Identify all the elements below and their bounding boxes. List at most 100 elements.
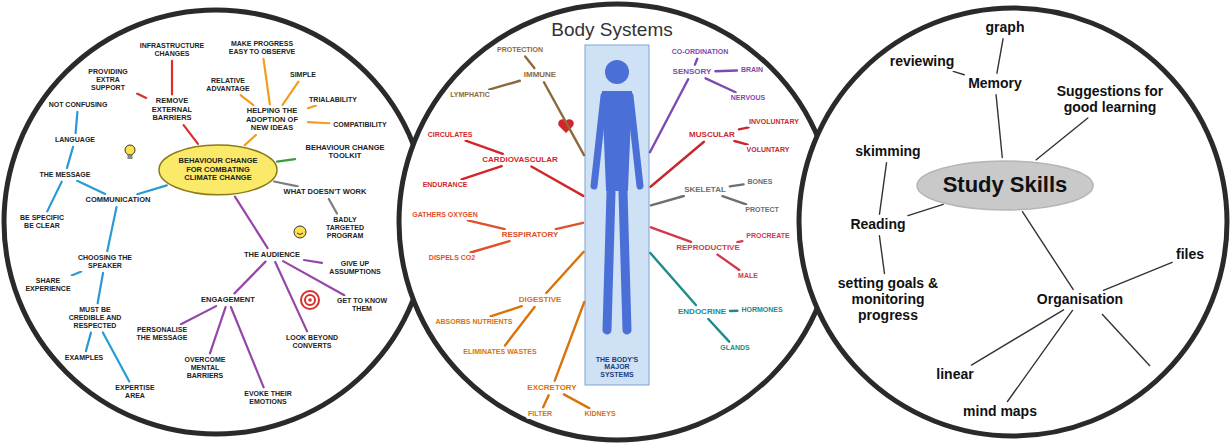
- smiley-mouth: [297, 233, 303, 235]
- mind-map-topic: WHAT DOESN'T WORK: [282, 187, 369, 197]
- mind-map-topic: MAKE PROGRESS EASY TO OBSERVE: [225, 39, 299, 57]
- mind-map-topic: THE MESSAGE: [38, 170, 93, 180]
- mind-map-topic: MALE: [736, 271, 760, 281]
- branch-line: [908, 204, 943, 215]
- branch-line: [103, 332, 129, 381]
- mind-map-topic: ENDURANCE: [421, 180, 470, 190]
- mind-map-topic: files: [1174, 246, 1206, 264]
- topic-text: mind maps: [963, 404, 1037, 420]
- topic-text: RESPIRATORY: [502, 231, 559, 240]
- mind-map-topic: INVOLUNTARY: [747, 117, 801, 127]
- figure-leg: [623, 192, 627, 330]
- topic-text: Suggestions for good learning: [1050, 84, 1170, 115]
- frame-circle: [799, 8, 1227, 436]
- mind-map-topic: ELIMINATES WASTES: [461, 347, 538, 357]
- branch-line: [245, 135, 256, 145]
- branch-line: [171, 61, 173, 95]
- topic-text: PROCREATE: [746, 232, 789, 240]
- mind-map-topic: VOLUNTARY: [745, 145, 792, 155]
- mind-map-topic: NOT CONFUSING: [47, 100, 110, 110]
- figure-head: [605, 60, 629, 84]
- figure-arm: [594, 96, 604, 186]
- topic-text: PROTECTION: [497, 46, 543, 54]
- topic-text: SHARE EXPERIENCE: [22, 277, 74, 293]
- branch-line: [77, 181, 105, 194]
- branch-line: [651, 227, 691, 242]
- branch-line: [107, 207, 116, 251]
- topic-text: REMOVE EXTERNAL BARRIERS: [150, 97, 194, 122]
- topic-text: THE AUDIENCE: [244, 251, 300, 259]
- topic-text: Study Skills: [943, 173, 1068, 198]
- mind-map-topic: GET TO KNOW THEM: [333, 296, 391, 314]
- mind-map-topic: Suggestions for good learning: [1048, 83, 1172, 116]
- topic-text: EXPERTISE AREA: [108, 384, 162, 400]
- central-topic: Study Skills: [916, 160, 1094, 211]
- branch-line: [734, 141, 747, 145]
- branch-line: [181, 306, 216, 324]
- topic-text: TRIALABILITY: [309, 96, 357, 104]
- mind-map-topic: PERSONALISE THE MESSAGE: [132, 325, 192, 343]
- mind-map-topic: RESPIRATORY: [500, 230, 561, 241]
- target-icon: [301, 291, 319, 309]
- branch-line: [651, 196, 684, 205]
- branch-line: [277, 159, 295, 162]
- topic-text: GLANDS: [720, 344, 750, 352]
- mind-map-topic: linear: [934, 366, 975, 384]
- smiley-icon: [294, 226, 306, 238]
- mind-map-topic: graph: [984, 19, 1027, 37]
- mind-map-topic: INFRASTRUCTURE CHANGES: [138, 41, 207, 59]
- branch-line: [996, 95, 1002, 158]
- topic-text: Reading: [850, 217, 905, 233]
- branch-line: [234, 262, 265, 294]
- branch-line: [971, 310, 1063, 365]
- branch-line: [137, 185, 167, 194]
- branch-line: [1007, 310, 1072, 401]
- branch-line: [235, 197, 268, 248]
- topic-text: BRAIN: [741, 66, 763, 74]
- branch-line: [72, 272, 82, 276]
- mind-map-topic: setting goals & monitoring progress: [831, 275, 945, 324]
- branch-line: [708, 319, 729, 342]
- frame-circle: [4, 10, 428, 434]
- topic-text: BE SPECIFIC BE CLEAR: [18, 214, 66, 230]
- target-centre: [308, 298, 312, 302]
- mind-map-topic: MUSCULAR: [687, 130, 737, 141]
- mind-map-topic: Reading: [848, 216, 907, 234]
- topic-text: CO-ORDINATION: [672, 48, 729, 56]
- mind-map-topic: EVOKE THEIR EMOTIONS: [237, 389, 299, 407]
- topic-text: IMMUNE: [524, 71, 556, 80]
- mind-map-topic: PROCREATE: [744, 231, 791, 241]
- topic-text: PROVIDING EXTRA SUPPORT: [80, 68, 136, 91]
- mind-map-topic: COMPATIBILITY: [331, 120, 388, 130]
- topic-text: setting goals & monitoring progress: [833, 276, 943, 323]
- mind-map-topic: SKELETAL: [682, 185, 728, 196]
- topic-text: Memory: [968, 76, 1022, 92]
- mind-map-topic: BE SPECIFIC BE CLEAR: [16, 213, 68, 231]
- mind-map-topic: TRIALABILITY: [307, 95, 359, 105]
- mind-map-topic: PROTECT: [743, 205, 780, 215]
- target-ring: [305, 295, 315, 305]
- mind-map-topic: BADLY TARGETED PROGRAM: [313, 215, 377, 240]
- mind-map-topic: DISPELS CO2: [427, 253, 477, 263]
- ellipse-shape: [159, 145, 277, 195]
- figure-torso: [603, 92, 631, 190]
- topic-text: NERVOUS: [731, 94, 766, 102]
- branch-line: [1022, 212, 1073, 290]
- topic-text: COMPATIBILITY: [333, 121, 386, 129]
- branch-line: [274, 182, 298, 187]
- branch-line: [525, 56, 534, 67]
- mind-map-topic: BONES: [746, 177, 775, 187]
- branch-line: [462, 166, 502, 179]
- mind-map-topic: LANGUAGE: [53, 135, 97, 145]
- topic-text: COMMUNICATION: [86, 196, 151, 204]
- branch-line: [650, 79, 688, 152]
- branch-line: [468, 220, 505, 229]
- topic-text: MUST BE CREDIBLE AND RESPECTED: [63, 306, 127, 329]
- mind-map-topic: EXAMPLES: [63, 353, 106, 363]
- branch-line: [67, 147, 73, 168]
- mind-map-topic: REPRODUCTIVE: [674, 243, 742, 254]
- mind-map-topic: mind maps: [961, 403, 1039, 421]
- branch-line: [329, 199, 337, 214]
- topic-text: SKELETAL: [684, 186, 726, 195]
- topic-text: DISPELS CO2: [429, 254, 475, 262]
